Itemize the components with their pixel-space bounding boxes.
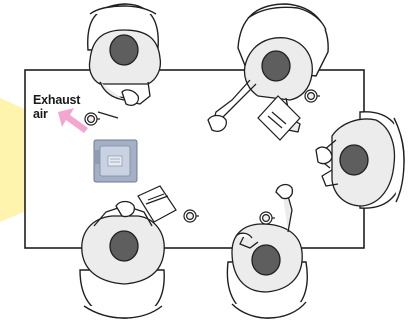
projector: [93, 139, 138, 183]
cup-bottom-right: [259, 211, 275, 225]
person-bottom-right: [231, 183, 303, 293]
person-bottom-left: [81, 200, 165, 285]
exhaust-label-line1: Exhaust: [33, 93, 81, 107]
cup-top-right: [304, 89, 320, 103]
document-bottom-left: [137, 185, 177, 223]
person-top-left: [88, 29, 162, 106]
person-head: [261, 50, 291, 82]
chair-bottom-left: [79, 269, 165, 319]
person-right: [315, 118, 396, 207]
person-head: [109, 230, 139, 262]
exhaust-air-arrow: [58, 108, 88, 133]
person-head: [109, 34, 139, 66]
cup-top-left: [84, 112, 100, 126]
cup-bottom-center: [183, 209, 199, 223]
projector-lens: [94, 150, 100, 164]
document-top-right: [257, 95, 301, 141]
person-head: [339, 144, 369, 176]
person-head: [251, 244, 281, 276]
pen-top-left: [97, 111, 119, 119]
exhaust-label-line2: air: [33, 107, 48, 121]
exhaust-air-label: Exhaust air: [33, 93, 80, 121]
